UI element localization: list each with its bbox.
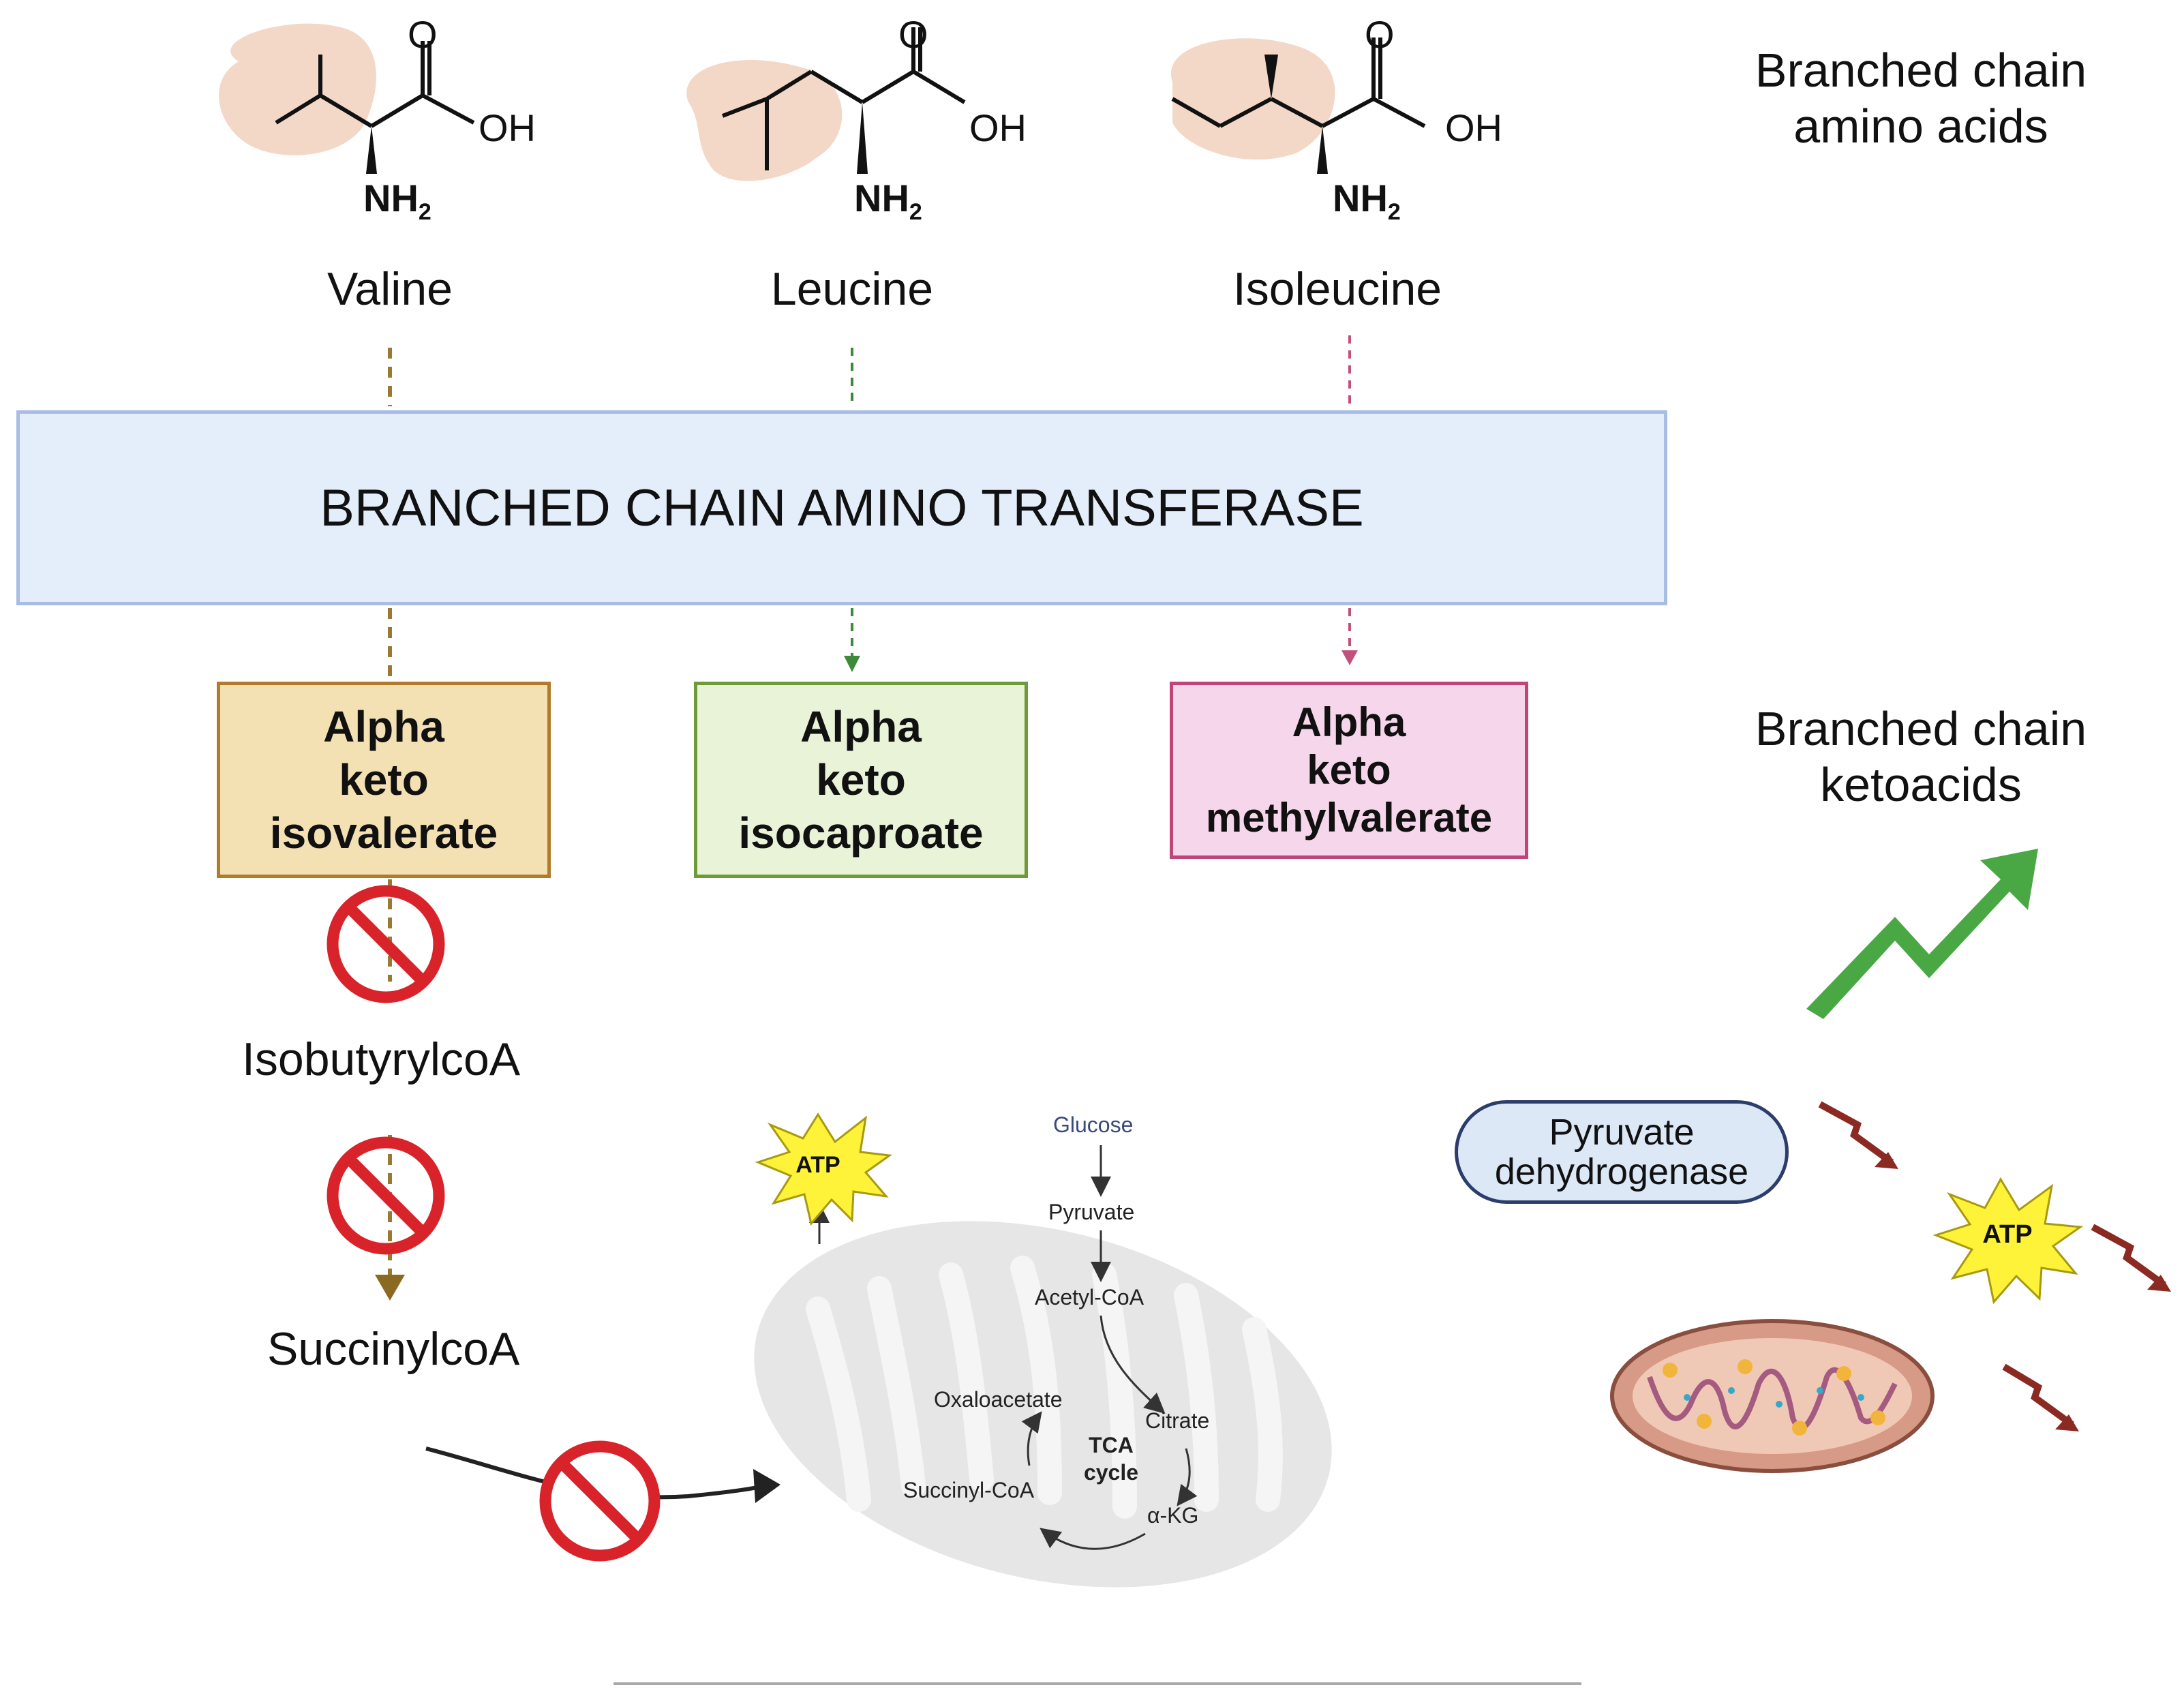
- pyruvate-label: Pyruvate: [1048, 1200, 1135, 1224]
- succinyl-coa-label: Succinyl-CoA: [903, 1478, 1035, 1502]
- citrate-label: Citrate: [1145, 1408, 1210, 1433]
- isoleucine-arrowhead: [1341, 650, 1358, 665]
- glucose-label: Glucose: [1053, 1112, 1134, 1137]
- valine-oxygen-label: O: [408, 13, 438, 56]
- isobutyrylcoa-label: IsobutyrylcoA: [242, 1033, 521, 1085]
- decrease-arrow-icon: [1818, 1101, 2166, 1428]
- atp-star-left: [755, 1112, 893, 1226]
- acetyl-coa-label: Acetyl-CoA: [1035, 1285, 1144, 1309]
- isoleucine-label: Isoleucine: [1232, 263, 1442, 315]
- leucine-amine-label: NH2: [854, 177, 922, 226]
- oxaloacetate-label: Oxaloacetate: [934, 1387, 1063, 1412]
- valine-amine-label: NH2: [363, 177, 431, 226]
- succinylcoa-label: SuccinylcoA: [267, 1323, 520, 1375]
- ketoacid-box-methylvalerate: Alpha keto methylvalerate: [1170, 682, 1528, 859]
- ketoacids-heading: Branched chain ketoacids: [1755, 702, 2087, 811]
- valine-downstream-arrowhead: [375, 1275, 405, 1301]
- isoleucine-hydroxyl-label: OH: [1445, 106, 1502, 149]
- valine-structure: [219, 23, 475, 174]
- leucine-oxygen-label: O: [898, 13, 928, 56]
- mito-arrowhead: [753, 1469, 780, 1503]
- isoleucine-structure: [1170, 37, 1426, 174]
- tca-arrows: [809, 1145, 1198, 1550]
- atp-label-right: ATP: [1982, 1220, 2033, 1249]
- inhibit-icon: [327, 1136, 445, 1255]
- atp-star-right: [1932, 1177, 2084, 1305]
- inhibit-icon: [539, 1440, 661, 1562]
- ketoacid-box-isocaproate: Alpha keto isocaproate: [694, 682, 1028, 878]
- leucine-hydroxyl-label: OH: [969, 106, 1027, 149]
- pyruvate-dehydrogenase-pill: Pyruvate dehydrogenase: [1455, 1100, 1789, 1204]
- isoleucine-amine-label: NH2: [1333, 177, 1401, 226]
- enzyme-box: BRANCHED CHAIN AMINO TRANSFERASE: [16, 410, 1667, 605]
- valine-hydroxyl-label: OH: [479, 106, 536, 149]
- leucine-label: Leucine: [770, 263, 934, 315]
- inhibit-icon: [327, 885, 445, 1003]
- tca-cycle-label: TCA cycle: [1083, 1433, 1139, 1485]
- amino-acids-heading: Branched chain amino acids: [1755, 44, 2087, 153]
- valine-label: Valine: [327, 263, 453, 315]
- akg-label: α-KG: [1147, 1503, 1199, 1528]
- isoleucine-oxygen-label: O: [1365, 13, 1395, 56]
- leucine-arrowhead: [844, 656, 860, 672]
- ketoacid-box-isovalerate: Alpha keto isovalerate: [217, 682, 551, 878]
- atp-label-left: ATP: [795, 1152, 840, 1178]
- decrease-arrowheads: [1875, 1152, 2171, 1431]
- mitochondrion-small: [1610, 1319, 1935, 1473]
- leucine-structure: [686, 27, 966, 181]
- increase-arrow-icon: [1806, 849, 2038, 1019]
